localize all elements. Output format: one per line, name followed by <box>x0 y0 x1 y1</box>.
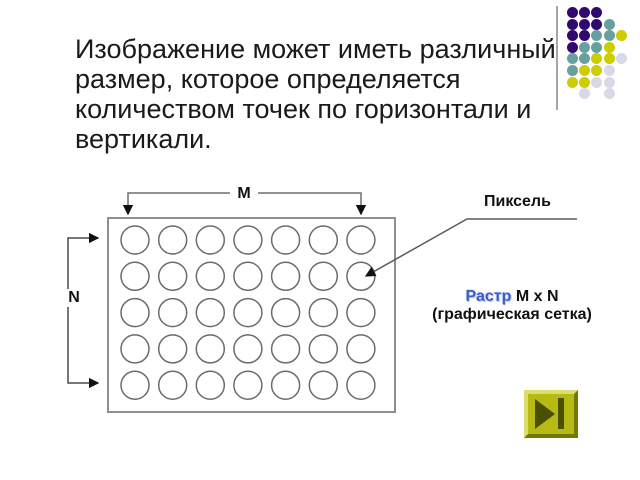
pixel-leader-arrow <box>364 218 577 277</box>
decoration-dot <box>579 88 591 100</box>
title-line: Изображение может иметь различный <box>75 34 556 64</box>
title-line: количеством точек по горизонтали и <box>75 94 532 124</box>
pixel-circle <box>195 370 226 400</box>
decoration-dot <box>603 88 615 100</box>
title-line: вертикали. <box>75 124 212 154</box>
decoration <box>550 5 640 115</box>
pixel-circle <box>233 261 263 292</box>
decoration-dot <box>591 41 603 53</box>
decoration-dot <box>567 30 578 42</box>
pixel-circle <box>120 370 150 400</box>
pixel-circles <box>120 225 376 400</box>
decoration-dot <box>579 53 591 65</box>
pixel-circle <box>120 297 150 328</box>
decoration-dot <box>603 41 615 53</box>
decoration-dot <box>567 53 578 65</box>
pixel-circle <box>308 334 339 364</box>
pixel-circle <box>233 225 263 255</box>
raster-caption-line2: (графическая сетка) <box>432 306 592 323</box>
height-label: N <box>63 289 85 307</box>
decoration-dot <box>567 18 578 30</box>
decoration-dot <box>615 53 627 65</box>
pixel-circle <box>308 370 339 400</box>
next-slide-button[interactable] <box>524 390 578 438</box>
decoration-dot <box>591 30 603 42</box>
decoration-dot <box>603 65 615 76</box>
pixel-circle <box>233 334 263 364</box>
skip-end-icon <box>535 398 564 429</box>
decoration-dot <box>591 7 603 18</box>
pixel-circle <box>157 297 188 328</box>
grid-rectangle <box>107 217 396 413</box>
pixel-circle <box>346 297 376 328</box>
decoration-dot <box>591 18 603 30</box>
decoration-dot <box>567 41 578 53</box>
decoration-dot <box>591 76 603 88</box>
pixel-circle <box>346 370 376 400</box>
decoration-dot <box>579 7 591 18</box>
pixel-circle <box>195 334 226 364</box>
pixel-circle <box>157 334 188 364</box>
pixel-circle <box>195 261 226 292</box>
decoration-dot <box>567 7 578 18</box>
pixel-circle <box>308 225 339 255</box>
pixel-circle <box>346 225 376 255</box>
n-dimension-line <box>67 232 100 389</box>
decoration-dot <box>591 65 603 76</box>
pixel-circle <box>346 261 376 292</box>
decoration-dots <box>567 7 637 112</box>
decoration-dot <box>603 30 615 42</box>
decoration-dot <box>579 30 591 42</box>
pixel-circle <box>195 225 226 255</box>
pixel-circle <box>157 225 188 255</box>
decoration-dot <box>615 30 627 42</box>
title-line: размер, которое определяется <box>75 64 461 94</box>
width-label: M <box>230 185 258 203</box>
decoration-dot <box>579 65 591 76</box>
pixel-circle <box>270 334 301 364</box>
decoration-dot <box>603 53 615 65</box>
pixel-circle <box>195 297 226 328</box>
decoration-dot <box>603 18 615 30</box>
pixel-circle <box>120 261 150 292</box>
pixel-circle <box>233 370 263 400</box>
raster-caption: Растр M x N (графическая сетка) <box>412 288 612 324</box>
pixel-circle <box>270 297 301 328</box>
decoration-dot <box>579 41 591 53</box>
decoration-vertical-line <box>556 6 558 110</box>
pixel-circle <box>308 261 339 292</box>
decoration-dot <box>603 76 615 88</box>
decoration-dot <box>579 18 591 30</box>
pixel-circle <box>233 297 263 328</box>
decoration-dot <box>567 65 578 76</box>
pixel-circle <box>157 261 188 292</box>
decoration-dot <box>591 53 603 65</box>
pixel-circle <box>270 261 301 292</box>
decoration-dot <box>579 76 591 88</box>
pixel-circle <box>120 334 150 364</box>
pixel-circle <box>120 225 150 255</box>
pixel-label: Пиксель <box>484 193 551 210</box>
raster-size: M x N <box>511 288 559 305</box>
pixel-circle <box>270 225 301 255</box>
pixel-circle <box>157 370 188 400</box>
raster-word: Растр <box>465 288 512 305</box>
pixel-circle <box>308 297 339 328</box>
decoration-dot <box>567 76 578 88</box>
pixel-circle <box>270 370 301 400</box>
pixel-circle <box>346 334 376 364</box>
slide-title: Изображение может иметь различный размер… <box>75 34 565 154</box>
